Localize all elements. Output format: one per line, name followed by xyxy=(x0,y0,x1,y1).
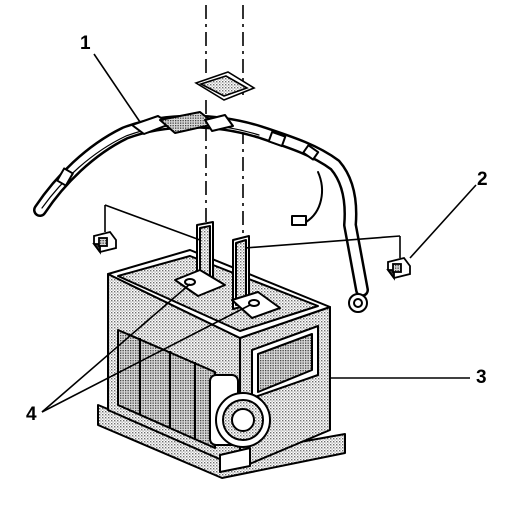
battery-box xyxy=(97,249,346,479)
retainer-clips xyxy=(92,230,411,281)
callout-1-label: 1 xyxy=(80,33,91,54)
callout-4-label: 4 xyxy=(26,404,37,425)
cable-harness xyxy=(33,111,369,313)
leader-lines xyxy=(41,53,477,413)
hold-down-brackets xyxy=(174,221,281,319)
top-bracket-plate xyxy=(194,71,256,101)
callout-3-label: 3 xyxy=(476,367,487,388)
callout-2-label: 2 xyxy=(477,169,488,190)
